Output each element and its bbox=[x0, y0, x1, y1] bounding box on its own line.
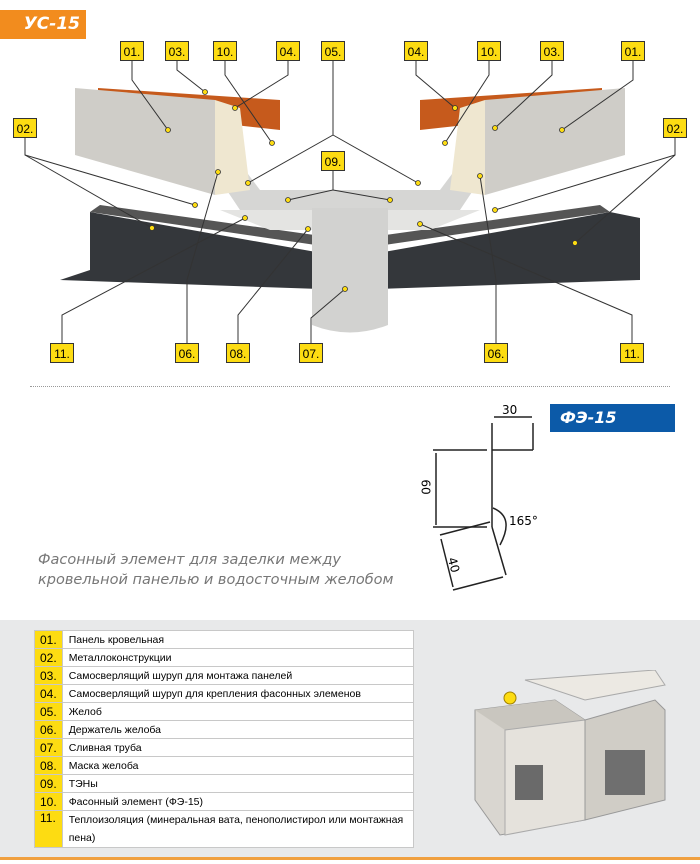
legend-text: Фасонный элемент (ФЭ-15) bbox=[61, 792, 415, 811]
caption-line: Фасонный элемент для заделки между bbox=[38, 552, 341, 568]
caption-line: кровельной панелью и водосточным желобом bbox=[38, 572, 394, 588]
legend-row: 08.Маска желоба bbox=[34, 756, 415, 775]
gutter-assembly-illustration bbox=[24, 61, 676, 343]
legend-number: 10. bbox=[34, 792, 63, 811]
callout-03: 03. bbox=[165, 41, 189, 61]
legend-row: 06.Держатель желоба bbox=[34, 720, 415, 739]
legend-text: Держатель желоба bbox=[61, 720, 415, 739]
header-tag: УС-15 bbox=[0, 10, 86, 39]
callout-10: 10. bbox=[213, 41, 237, 61]
building-illustration bbox=[474, 670, 666, 836]
bottom-rule bbox=[0, 857, 700, 860]
legend-number: 02. bbox=[34, 648, 63, 667]
callout-01: 01. bbox=[120, 41, 144, 61]
legend-row: 04.Самосверлящий шуруп для крепления фас… bbox=[34, 684, 415, 703]
callout-06: 06. bbox=[484, 343, 508, 363]
legend-number: 04. bbox=[34, 684, 63, 703]
legend-number: 05. bbox=[34, 702, 63, 721]
legend-number: 09. bbox=[34, 774, 63, 793]
profile-title: ФЭ-15 bbox=[550, 404, 675, 432]
legend-row: 11.Теплоизоляция (минеральная вата, пено… bbox=[34, 810, 415, 848]
legend-text: Теплоизоляция (минеральная вата, пенопол… bbox=[61, 810, 415, 848]
legend-number: 06. bbox=[34, 720, 63, 739]
divider bbox=[30, 386, 670, 387]
callout-09: 09. bbox=[321, 151, 345, 171]
callout-10: 10. bbox=[477, 41, 501, 61]
angle-165: 165° bbox=[509, 514, 538, 528]
legend-text: Панель кровельная bbox=[61, 630, 415, 649]
legend-row: 07.Сливная труба bbox=[34, 738, 415, 757]
legend-text: Самосверлящий шуруп для крепления фасонн… bbox=[61, 684, 415, 703]
legend-text: Сливная труба bbox=[61, 738, 415, 757]
legend-number: 07. bbox=[34, 738, 63, 757]
legend-text: Самосверлящий шуруп для монтажа панелей bbox=[61, 666, 415, 685]
callout-01: 01. bbox=[621, 41, 645, 61]
legend-number: 01. bbox=[34, 630, 63, 649]
legend-text: ТЭНы bbox=[61, 774, 415, 793]
callout-04: 04. bbox=[404, 41, 428, 61]
legend-row: 03.Самосверлящий шуруп для монтажа панел… bbox=[34, 666, 415, 685]
legend-text: Металлоконструкции bbox=[61, 648, 415, 667]
caption: Фасонный элемент для заделки между крове… bbox=[38, 550, 393, 590]
legend-number: 03. bbox=[34, 666, 63, 685]
legend-number: 11. bbox=[34, 810, 63, 848]
legend-row: 05.Желоб bbox=[34, 702, 415, 721]
legend-number: 08. bbox=[34, 756, 63, 775]
legend-row: 10.Фасонный элемент (ФЭ-15) bbox=[34, 792, 415, 811]
legend-text: Маска желоба bbox=[61, 756, 415, 775]
callout-11: 11. bbox=[620, 343, 644, 363]
legend-row: 01.Панель кровельная bbox=[34, 630, 415, 649]
callout-04: 04. bbox=[276, 41, 300, 61]
callout-03: 03. bbox=[540, 41, 564, 61]
callout-07: 07. bbox=[299, 343, 323, 363]
legend-row: 02.Металлоконструкции bbox=[34, 648, 415, 667]
legend-row: 09.ТЭНы bbox=[34, 774, 415, 793]
dim-60: 60 bbox=[418, 479, 433, 495]
profile-drawing bbox=[433, 416, 534, 591]
callout-08: 08. bbox=[226, 343, 250, 363]
callout-11: 11. bbox=[50, 343, 74, 363]
legend-text: Желоб bbox=[61, 702, 415, 721]
callout-05: 05. bbox=[321, 41, 345, 61]
callout-06: 06. bbox=[175, 343, 199, 363]
dim-30: 30 bbox=[502, 403, 518, 417]
callout-02: 02. bbox=[663, 118, 687, 138]
callout-02: 02. bbox=[13, 118, 37, 138]
